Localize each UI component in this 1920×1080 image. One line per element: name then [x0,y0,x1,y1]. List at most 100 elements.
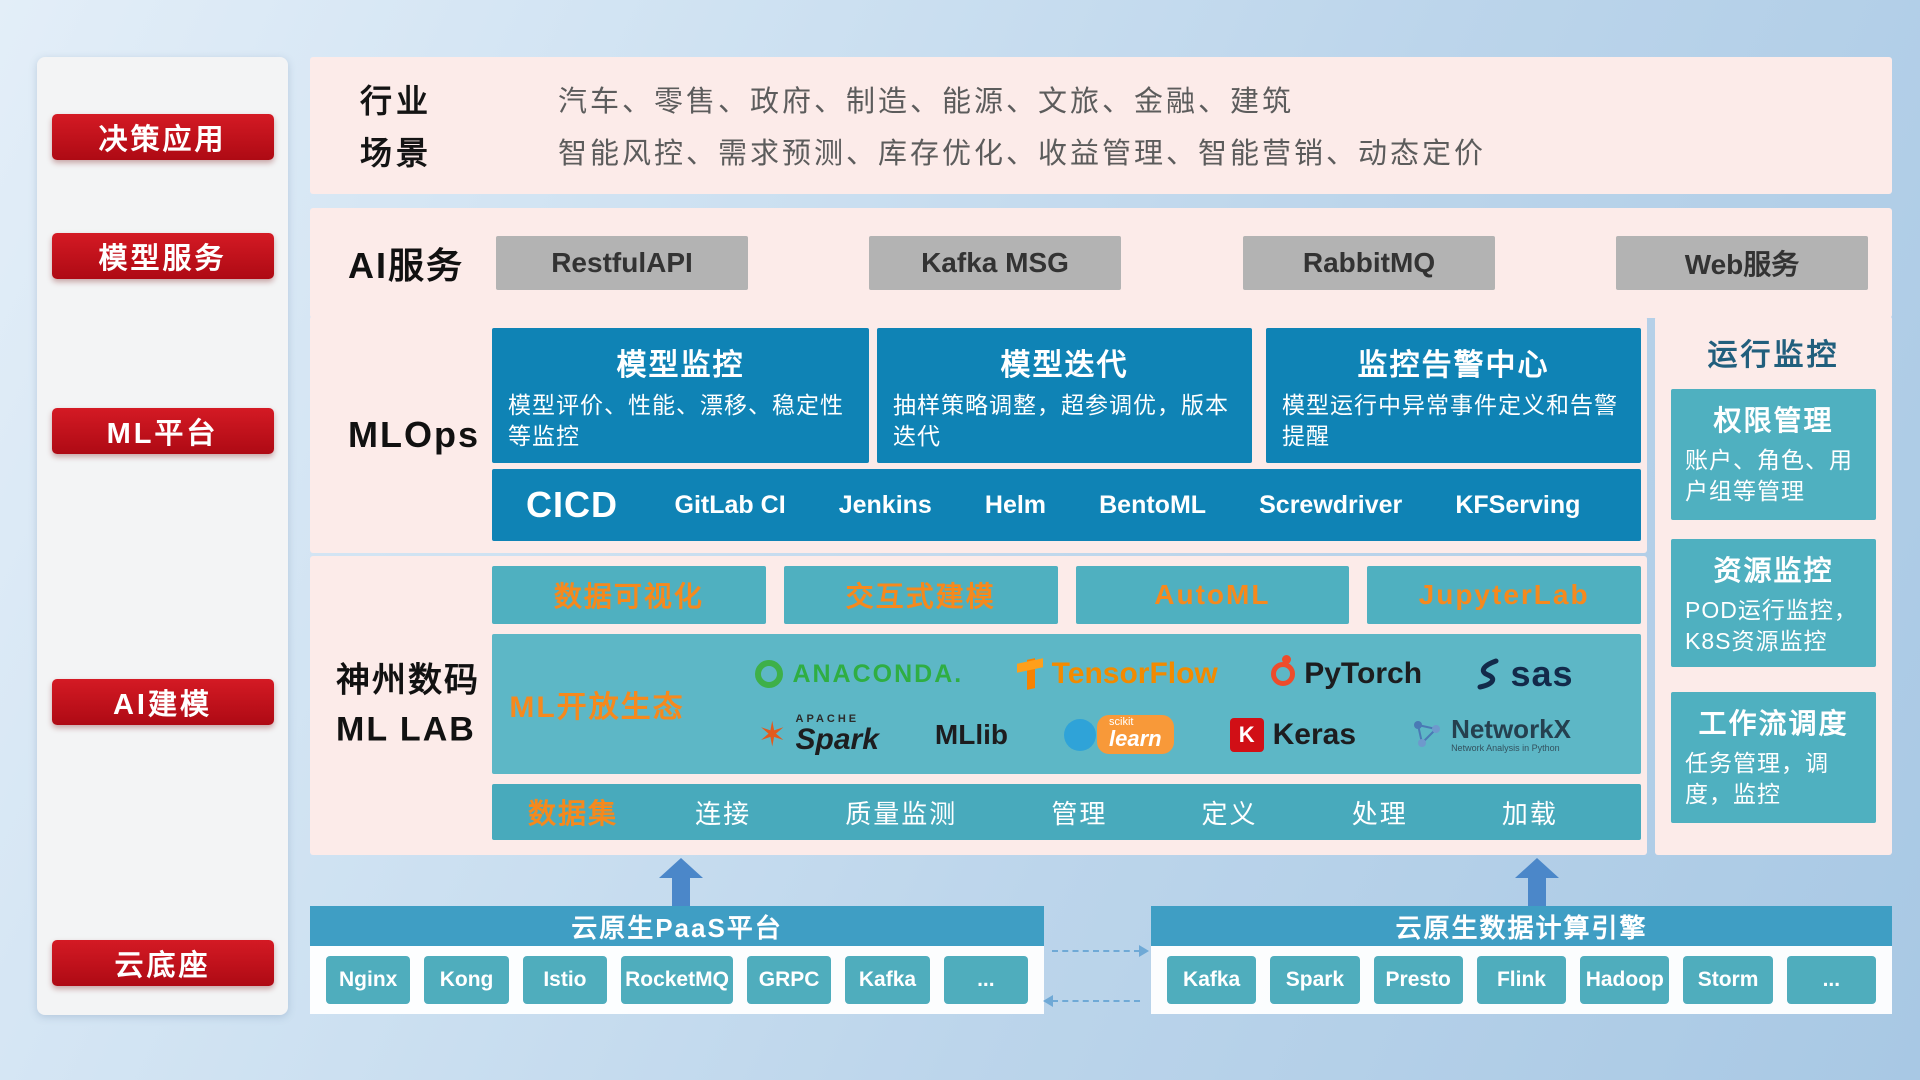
sas-icon [1477,658,1499,690]
ai-service-label: AI服务 [348,245,465,286]
ai-service-band: AI服务 RestfulAPI Kafka MSG RabbitMQ Web服务 [310,208,1892,318]
anaconda-logo: ANACONDA. [755,660,963,689]
cicd-bar: CICD GitLab CI Jenkins Helm BentoML Scre… [492,469,1641,541]
industry-list: 汽车、零售、政府、制造、能源、文旅、金融、建筑 [558,86,1295,118]
chip-nginx[interactable]: Nginx [326,956,411,1004]
card-title: 模型监控 [616,349,745,382]
data-visualization-button[interactable]: 数据可视化 [492,566,766,624]
mlops-label: MLOps [348,413,480,455]
sidebar-item-decision-apps[interactable]: 决策应用 [51,114,274,160]
card-title: 监控告警中心 [1357,349,1550,382]
card-title: 权限管理 [1713,405,1834,436]
up-arrow-data-engine [1515,858,1559,906]
rabbitmq-button[interactable]: RabbitMQ [1243,236,1495,290]
tool-gitlab-ci: GitLab CI [674,490,786,519]
tensorflow-wordmark: TensorFlow [1051,657,1218,690]
tensorflow-logo: TensorFlow [1017,657,1218,691]
chip-flink[interactable]: Flink [1476,956,1567,1004]
card-desc: 模型运行中异常事件定义和告警提醒 [1282,392,1618,450]
tensorflow-icon [1017,658,1043,690]
card-desc: 模型评价、性能、漂移、稳定性等监控 [508,392,844,450]
chip-kafka[interactable]: Kafka [845,956,930,1004]
mllib-logo: MLlib [935,719,1008,751]
networkx-wordmark: NetworkX [1451,714,1571,745]
ml-ecosystem-box: ML开放生态 ANACONDA. TensorFlow PyTorch [492,634,1641,774]
resource-monitor-card: 资源监控 POD运行监控，K8S资源监控 [1671,539,1876,667]
tool-kfserving: KFServing [1455,490,1581,519]
scenario-row: 场景 智能风控、需求预测、库存优化、收益管理、智能营销、动态定价 [360,125,1892,177]
pytorch-icon [1271,655,1296,686]
pytorch-wordmark: PyTorch [1304,657,1423,690]
model-monitoring-card: 模型监控 模型评价、性能、漂移、稳定性等监控 [492,328,869,463]
dataset-item-define: 定义 [1201,798,1258,829]
card-desc: 账户、角色、用户组等管理 [1685,447,1853,505]
runtime-monitor-panel: 运行监控 权限管理 账户、角色、用户组等管理 资源监控 POD运行监控，K8S资… [1655,316,1892,855]
industry-label: 行业 [360,83,433,119]
interactive-modeling-button[interactable]: 交互式建模 [783,566,1058,624]
ml-ecosystem-logos: ANACONDA. TensorFlow PyTorch sa [702,634,1641,774]
spark-logo: ✶ APACHE Spark [758,714,879,755]
anaconda-wordmark: ANACONDA. [792,659,964,688]
scikit-learn-icon [1064,718,1097,751]
spark-wordmark: Spark [795,723,879,756]
alert-center-card: 监控告警中心 模型运行中异常事件定义和告警提醒 [1266,328,1641,463]
tool-screwdriver: Screwdriver [1259,490,1403,519]
scenario-label: 场景 [360,135,433,171]
networkx-logo: NetworkX Network Analysis in Python [1412,715,1571,753]
mllab-label-line1: 神州数码 [336,661,480,700]
learn-label: learn [1109,726,1162,751]
chip-storm[interactable]: Storm [1683,956,1773,1004]
cicd-label: CICD [526,484,618,525]
dataset-item-connect: 连接 [695,798,752,829]
scikit-label: scikit [1109,716,1134,728]
chip-more-right[interactable]: ... [1786,956,1876,1004]
cicd-tools: GitLab CI Jenkins Helm BentoML Screwdriv… [648,491,1607,520]
card-desc: 抽样策略调整，超参调优，版本迭代 [893,392,1229,450]
layer-sidebar: 决策应用 模型服务 ML平台 AI建模 云底座 [37,57,288,1015]
paas-platform-strip: Nginx Kong Istio RocketMQ GRPC Kafka ... [310,946,1044,1014]
runtime-monitor-title: 运行监控 [1707,339,1840,372]
ml-ecosystem-label: ML开放生态 [509,691,685,724]
kafka-msg-button[interactable]: Kafka MSG [869,236,1121,290]
card-title: 资源监控 [1713,555,1834,586]
tool-helm: Helm [984,490,1047,519]
chip-kong[interactable]: Kong [424,956,509,1004]
dataset-item-manage: 管理 [1051,798,1108,829]
web-service-button[interactable]: Web服务 [1616,236,1868,290]
automl-button[interactable]: AutoML [1075,566,1350,624]
dataset-item-load: 加载 [1501,798,1558,829]
apache-label: APACHE [795,713,860,725]
dataset-item-process: 处理 [1351,798,1408,829]
sidebar-item-cloud-base[interactable]: 云底座 [51,940,274,986]
chip-grpc[interactable]: GRPC [746,956,832,1004]
logo-row-top: ANACONDA. TensorFlow PyTorch sa [702,653,1627,695]
card-title: 模型迭代 [1000,349,1129,382]
card-desc: POD运行监控，K8S资源监控 [1685,597,1858,655]
workflow-schedule-card: 工作流调度 任务管理，调度，监控 [1671,692,1876,823]
scikit-learn-logo: scikit learn [1064,715,1174,754]
up-arrow-paas [659,858,703,906]
chip-more-left[interactable]: ... [943,956,1029,1004]
chip-hadoop[interactable]: Hadoop [1580,956,1670,1004]
chip-rocketmq[interactable]: RocketMQ [621,956,733,1004]
jupyterlab-button[interactable]: JupyterLab [1367,566,1641,624]
tool-jenkins: Jenkins [838,490,932,519]
mllab-feature-row: 数据可视化 交互式建模 AutoML JupyterLab [492,566,1641,624]
restfulapi-button[interactable]: RestfulAPI [496,236,748,290]
mllab-label: 神州数码 ML LAB [336,656,480,755]
card-desc: 任务管理，调度，监控 [1685,750,1829,808]
anaconda-icon [755,660,784,688]
mllab-band: 神州数码 ML LAB 数据可视化 交互式建模 AutoML JupyterLa… [310,556,1647,855]
chip-kafka2[interactable]: Kafka [1167,956,1257,1004]
chip-presto[interactable]: Presto [1373,956,1463,1004]
mllab-label-line2: ML LAB [336,710,476,749]
sidebar-item-model-service[interactable]: 模型服务 [51,233,274,279]
spark-icon: ✶ [758,715,787,754]
card-title: 工作流调度 [1698,708,1849,739]
sidebar-item-ml-platform[interactable]: ML平台 [51,408,274,454]
chip-istio[interactable]: Istio [522,956,608,1004]
tool-bentoml: BentoML [1099,490,1207,519]
dataset-label: 数据集 [528,798,619,829]
sidebar-item-ai-modeling[interactable]: AI建模 [51,679,274,725]
chip-spark[interactable]: Spark [1270,956,1360,1004]
